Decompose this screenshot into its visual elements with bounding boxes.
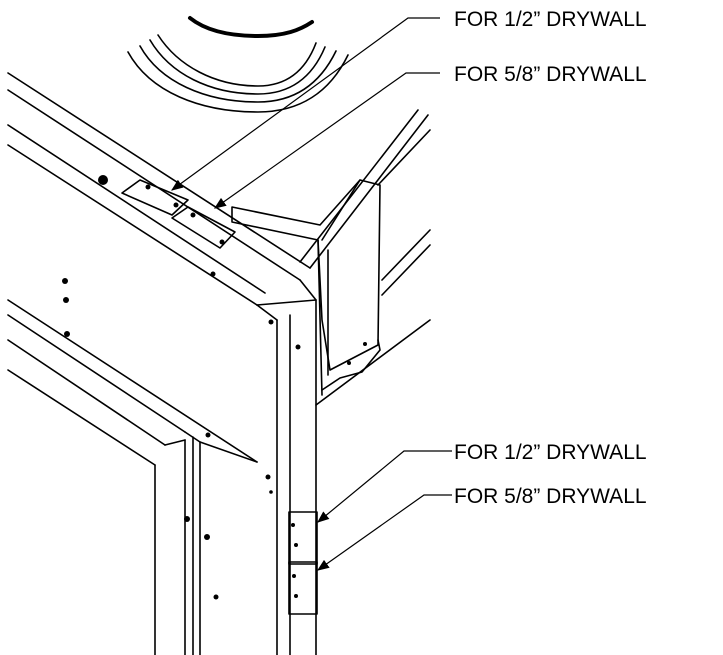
screw-holes: [62, 175, 367, 600]
leader-top-half-inch: [171, 17, 440, 191]
leader-side-half-inch: [317, 450, 452, 523]
callout-side-half-inch: FOR 1/2” DRYWALL: [454, 441, 647, 464]
callout-top-half-inch: FOR 1/2” DRYWALL: [454, 8, 647, 31]
top-panel: [7, 72, 317, 306]
leader-top-five-eighths: [214, 72, 440, 209]
front-corner-post: [256, 299, 317, 655]
top-nailing-tab-five-eighths: [171, 206, 236, 249]
side-nailing-tab-five-eighths: [288, 561, 318, 615]
front-left-panel: [7, 299, 258, 655]
callout-side-five-eighths: FOR 5/8” DRYWALL: [454, 485, 647, 508]
callout-top-five-eighths: FOR 5/8” DRYWALL: [454, 63, 647, 86]
side-nailing-tab-half-inch: [288, 511, 318, 565]
top-nailing-tab-half-inch: [121, 179, 189, 216]
flue-collar: [127, 16, 349, 113]
leader-side-five-eighths: [317, 494, 452, 571]
side-wall: [299, 109, 431, 406]
top-standoff: [231, 179, 381, 396]
